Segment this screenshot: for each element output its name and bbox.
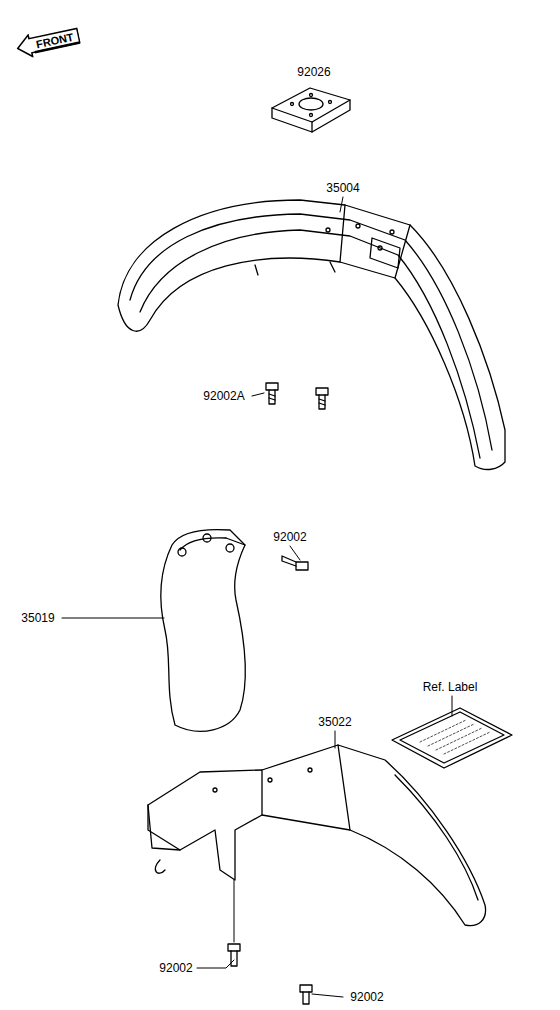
callout-number: 92026 <box>295 65 332 79</box>
arrow-shape <box>15 25 80 59</box>
callout-number: 92002A <box>201 389 246 403</box>
callout-number: 35019 <box>19 611 56 625</box>
callout-number: 92002 <box>348 990 385 1004</box>
bolt <box>282 556 308 570</box>
rear-fender <box>148 745 486 926</box>
rubber-pad <box>272 88 350 132</box>
bolt <box>228 944 312 1004</box>
bolt <box>266 383 328 409</box>
side-plate <box>161 530 246 732</box>
part-note: Ref. Label <box>421 680 480 694</box>
callout-number: 35004 <box>324 181 361 195</box>
front-fender <box>118 200 505 469</box>
callout-number: 92002 <box>157 961 194 975</box>
reference-label <box>392 708 512 768</box>
direction-arrow: FRONT <box>14 24 82 61</box>
leader-line <box>62 197 452 997</box>
callout-number: 92002 <box>271 530 308 544</box>
callout-number: 35022 <box>316 715 353 729</box>
